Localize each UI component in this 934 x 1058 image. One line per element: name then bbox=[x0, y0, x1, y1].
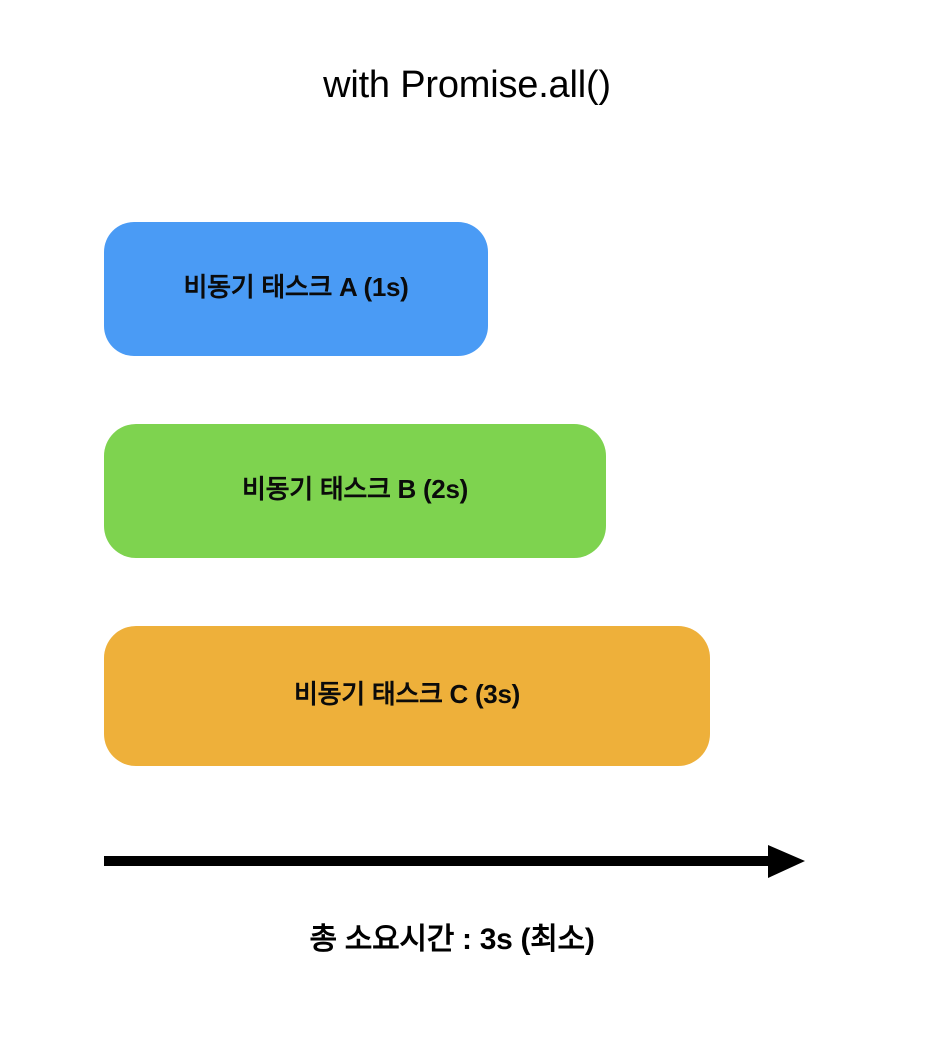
task-bar-c: 비동기 태스크 C (3s) bbox=[104, 626, 710, 766]
task-bar-a: 비동기 태스크 A (1s) bbox=[104, 222, 488, 356]
timeline-right-arrow-icon bbox=[104, 845, 805, 878]
task-bar-a-label: 비동기 태스크 A (1s) bbox=[183, 272, 409, 302]
total-duration-caption: 총 소요시간 : 3s (최소) bbox=[309, 923, 595, 956]
task-bar-c-label: 비동기 태스크 C (3s) bbox=[293, 679, 520, 709]
task-bar-b: 비동기 태스크 B (2s) bbox=[104, 424, 606, 558]
diagram-title: with Promise.all() bbox=[323, 64, 611, 106]
task-bar-b-label: 비동기 태스크 B (2s) bbox=[241, 474, 468, 504]
